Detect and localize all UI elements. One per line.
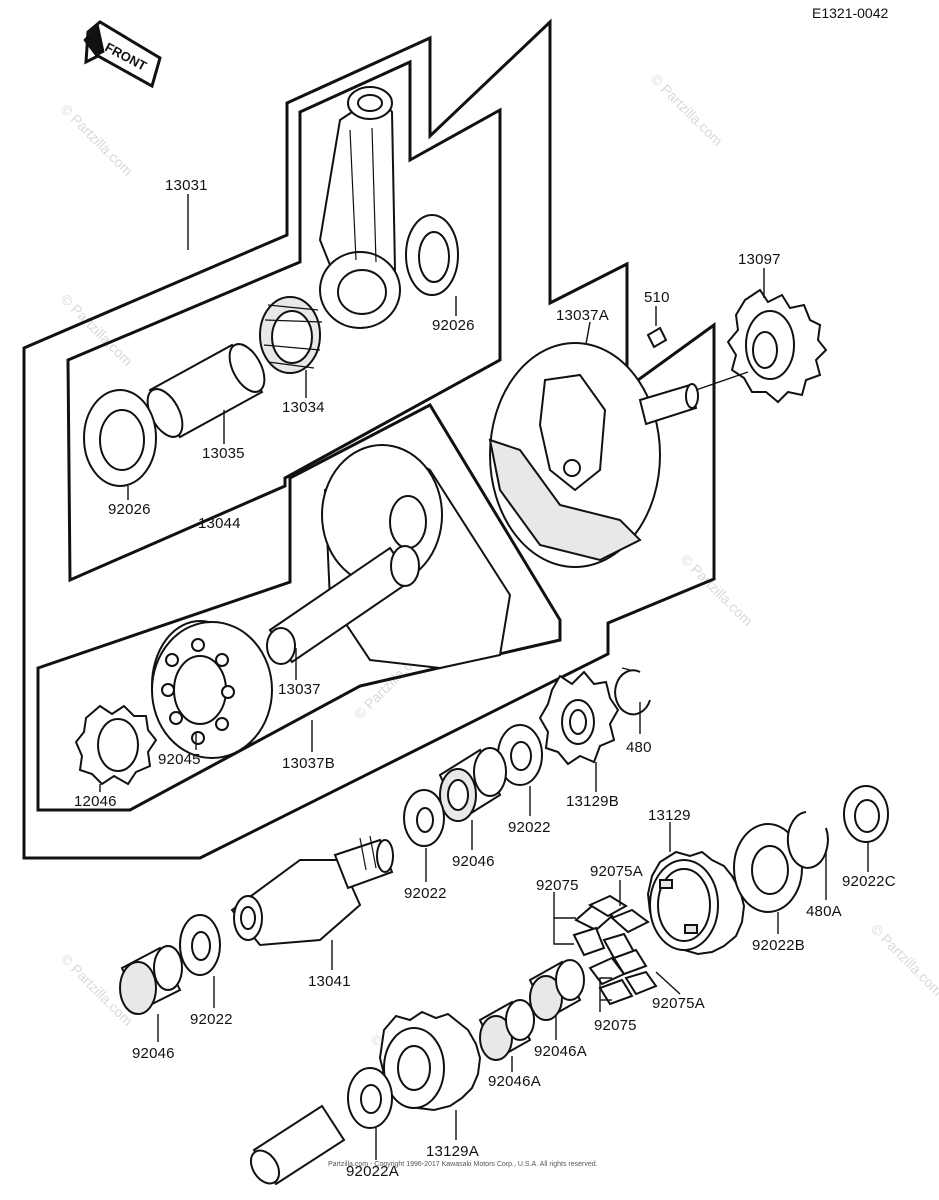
circlip-480A bbox=[786, 811, 829, 869]
part-label[interactable]: 13041 bbox=[308, 973, 351, 990]
shaft-13041 bbox=[230, 835, 394, 947]
gear-13097 bbox=[726, 288, 828, 404]
needle-bearing-13034 bbox=[259, 296, 323, 374]
crankshaft-half-outline bbox=[36, 403, 562, 812]
part-label[interactable]: 13037 bbox=[278, 681, 321, 698]
part-label[interactable]: 13034 bbox=[282, 399, 325, 416]
gear-13129 bbox=[646, 850, 746, 956]
gear-13129B bbox=[538, 670, 620, 766]
leader-lines bbox=[99, 194, 869, 1160]
part-label[interactable]: 92026 bbox=[108, 501, 151, 518]
needle-bearing-92046-mid bbox=[438, 747, 507, 822]
part-label[interactable]: 92022 bbox=[190, 1011, 233, 1028]
part-label[interactable]: 92046 bbox=[132, 1045, 175, 1062]
part-label[interactable]: 12046 bbox=[74, 793, 117, 810]
connecting-rod-part bbox=[318, 86, 401, 329]
diagram-code: E1321-0042 bbox=[812, 5, 889, 21]
key-510 bbox=[646, 326, 668, 349]
part-label[interactable]: 13129 bbox=[648, 807, 691, 824]
ball-bearing-92045 bbox=[151, 620, 273, 759]
part-label[interactable]: 480 bbox=[626, 739, 652, 756]
part-labels: 13031 92026 13034 13035 92026 13044 1303… bbox=[74, 177, 896, 1180]
watermark: © Partzilla.com bbox=[648, 71, 726, 149]
washer-92022-a bbox=[497, 724, 543, 786]
copyright-text: Partzilla.com - Copyright 1996-2017 Kawa… bbox=[328, 1161, 598, 1168]
part-label[interactable]: 13037B bbox=[282, 755, 335, 772]
washer-92022B bbox=[733, 823, 803, 913]
crank-pin-13035 bbox=[146, 343, 266, 439]
washer-92022A bbox=[347, 1067, 393, 1129]
crankshaft-assembly-outline bbox=[22, 18, 716, 860]
part-label[interactable]: 92022B bbox=[752, 937, 805, 954]
part-label[interactable]: 13031 bbox=[165, 177, 208, 194]
washer-92022C bbox=[843, 785, 889, 843]
part-label[interactable]: 92022C bbox=[842, 873, 896, 890]
watermark: © Partzilla.com bbox=[58, 101, 136, 179]
part-label[interactable]: 92075A bbox=[590, 863, 643, 880]
gear-13129A bbox=[378, 1010, 482, 1112]
needle-bearing-92046A-upper bbox=[528, 959, 585, 1021]
washer-92022-c bbox=[179, 914, 221, 976]
part-label[interactable]: 92026 bbox=[432, 317, 475, 334]
needle-bearing-92046A-lower bbox=[478, 999, 535, 1061]
circlip-480 bbox=[614, 667, 651, 716]
part-label[interactable]: 92046 bbox=[452, 853, 495, 870]
part-label[interactable]: 92046A bbox=[488, 1073, 541, 1090]
crankshaft-13037 bbox=[266, 444, 512, 670]
part-label[interactable]: 92075 bbox=[536, 877, 579, 894]
part-label[interactable]: 92075A bbox=[652, 995, 705, 1012]
part-label[interactable]: 510 bbox=[644, 289, 670, 306]
part-label[interactable]: 92022A bbox=[346, 1163, 399, 1180]
crankshaft-13037A bbox=[488, 342, 699, 568]
part-label[interactable]: 13037A bbox=[556, 307, 609, 324]
needle-bearing-92046-lower bbox=[119, 945, 183, 1015]
part-label[interactable]: 92022 bbox=[508, 819, 551, 836]
part-label[interactable]: 92046A bbox=[534, 1043, 587, 1060]
washer-92026-upper bbox=[405, 214, 459, 296]
part-label[interactable]: 13044 bbox=[198, 515, 241, 532]
part-label[interactable]: 13035 bbox=[202, 445, 245, 462]
front-arrow-icon: FRONT bbox=[83, 20, 162, 89]
connecting-rod-assembly-outline bbox=[66, 59, 502, 583]
part-label[interactable]: 480A bbox=[806, 903, 842, 920]
part-label[interactable]: 13097 bbox=[738, 251, 781, 268]
washer-92022-b bbox=[403, 789, 445, 847]
part-label[interactable]: 13129B bbox=[566, 793, 619, 810]
part-label[interactable]: 92075 bbox=[594, 1017, 637, 1034]
damper-set-upper bbox=[572, 894, 650, 960]
washer-92026-lower bbox=[83, 389, 157, 487]
watermark: © Partzilla.com bbox=[868, 921, 939, 999]
part-label[interactable]: 92022 bbox=[404, 885, 447, 902]
part-label[interactable]: 13129A bbox=[426, 1143, 479, 1160]
gear-12046 bbox=[74, 704, 158, 786]
rod-part bbox=[249, 1104, 346, 1186]
damper-set-lower bbox=[588, 948, 658, 1006]
part-label[interactable]: 92045 bbox=[158, 751, 201, 768]
